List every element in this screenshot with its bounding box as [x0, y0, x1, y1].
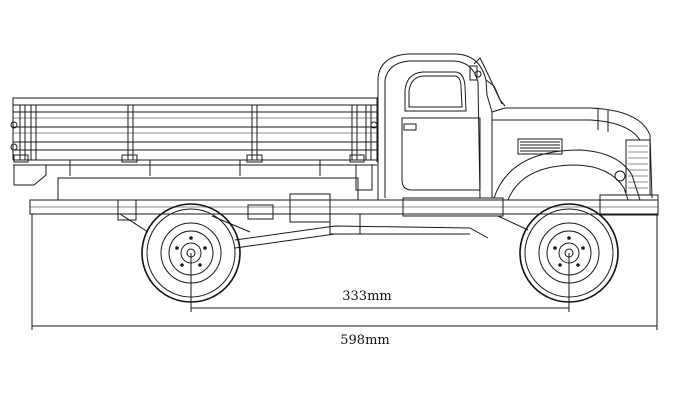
chassis-frame	[29, 177, 659, 249]
overall-length-label: 598mm	[340, 333, 389, 348]
overall-length-dimension: 598mm	[31, 214, 658, 348]
wheelbase-label: 333mm	[342, 289, 391, 304]
wheelbase-dimension: 333mm	[190, 253, 570, 312]
hood	[491, 107, 653, 201]
cab	[377, 53, 506, 200]
cargo-bed	[10, 97, 378, 191]
